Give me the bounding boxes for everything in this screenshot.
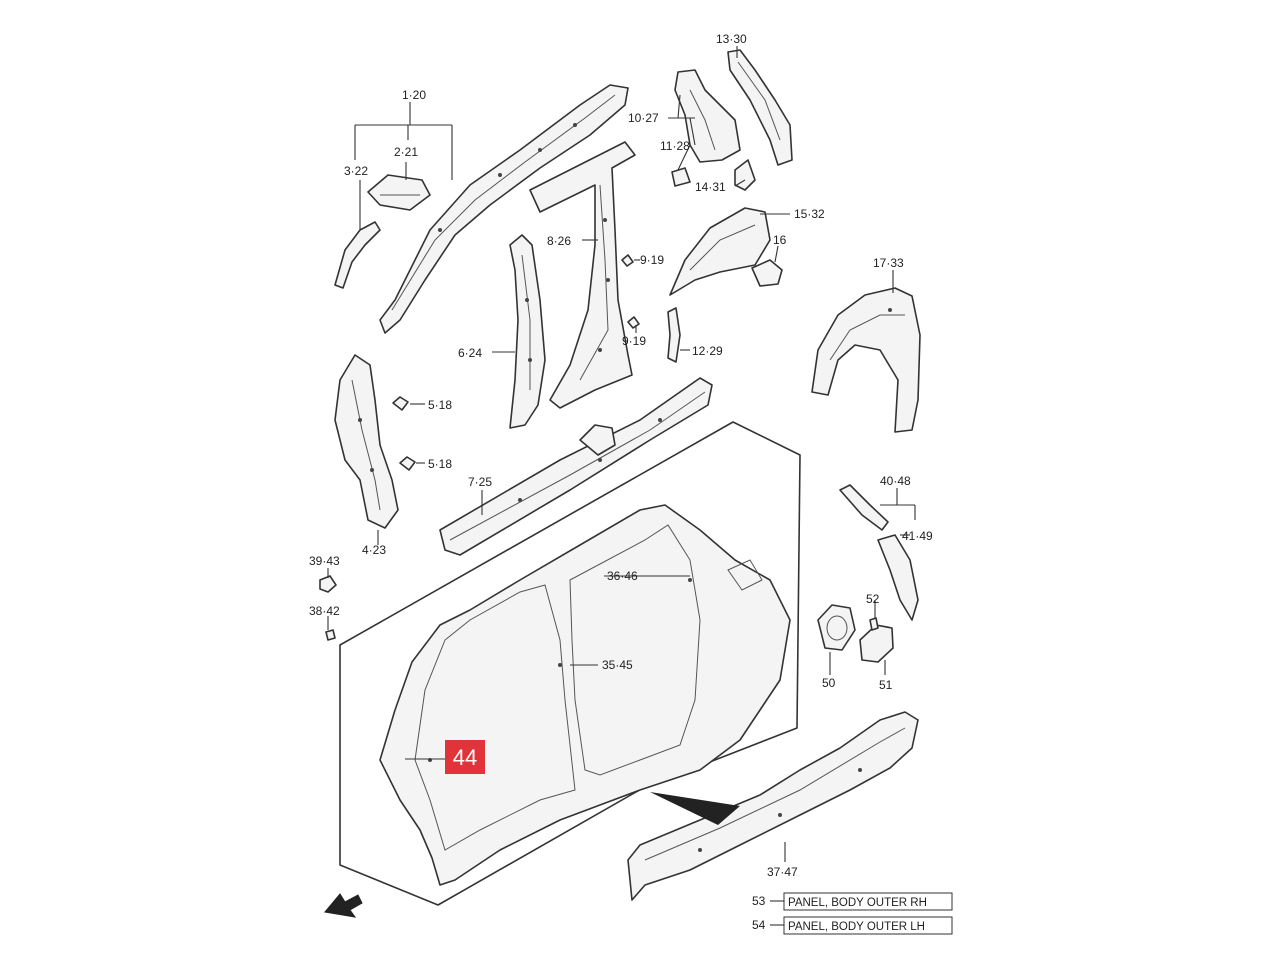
legend-rh-text: PANEL, BODY OUTER RH <box>788 897 927 909</box>
label-7-25: 7·25 <box>468 475 492 489</box>
label-53: 53 <box>752 894 766 908</box>
clip-part-upper[interactable] <box>621 254 634 267</box>
highlight-number: 44 <box>453 745 477 770</box>
label-51: 51 <box>879 678 893 692</box>
highlight-badge <box>445 740 485 774</box>
label-10-27: 10·27 <box>628 111 659 125</box>
label-50: 50 <box>822 676 836 690</box>
roof-side-rail-part[interactable] <box>379 84 629 334</box>
rear-pillar-inner-part[interactable] <box>674 69 741 163</box>
shadow-wedge <box>650 792 740 825</box>
wheel-house-inner-part[interactable] <box>669 207 771 296</box>
legend-panel-body-outer-rh: PANEL, BODY OUTER RH <box>783 892 953 911</box>
clip-part-lower[interactable] <box>627 316 640 329</box>
label-6-24: 6·24 <box>458 346 482 360</box>
label-54: 54 <box>752 918 766 932</box>
label-38-42: 38·42 <box>309 604 340 618</box>
side-sill-inner-part[interactable] <box>439 377 713 556</box>
label-11-28: 11·28 <box>660 139 690 153</box>
rear-wheel-house-outer-part[interactable] <box>811 287 921 433</box>
label-1-20: 1·20 <box>402 88 426 102</box>
label-17-33: 17·33 <box>873 256 904 270</box>
small-bracket-part-a[interactable] <box>671 167 691 187</box>
label-9-19-upper: 9·19 <box>640 253 664 267</box>
nut-part[interactable] <box>325 629 336 641</box>
plug-part-upper[interactable] <box>392 396 409 411</box>
label-14-31: 14·31 <box>695 180 726 194</box>
label-35-45: 35·45 <box>602 658 633 672</box>
plug-part-lower[interactable] <box>399 456 416 471</box>
label-9-19-lower: 9·19 <box>622 334 646 348</box>
fuel-door-part[interactable] <box>859 624 894 663</box>
label-5-18-lower: 5·18 <box>428 457 452 471</box>
label-16: 16 <box>773 233 787 247</box>
small-bracket-part-b[interactable] <box>734 159 756 191</box>
label-3-22: 3·22 <box>344 164 368 178</box>
label-39-43: 39·43 <box>309 554 340 568</box>
highlighted-part-callout[interactable]: 44 <box>445 740 485 774</box>
rear-panel-brace-lower[interactable] <box>877 534 919 621</box>
label-12-29: 12·29 <box>692 344 723 358</box>
rear-pillar-upper-part[interactable] <box>727 49 793 166</box>
pillar-brace-part[interactable] <box>667 307 681 363</box>
legend-panel-body-outer-lh: PANEL, BODY OUTER LH <box>783 916 953 935</box>
label-13-30: 13·30 <box>716 32 747 46</box>
label-15-32: 15·32 <box>794 207 825 221</box>
label-52: 52 <box>866 592 880 606</box>
body-side-outer-panel[interactable] <box>339 421 801 906</box>
b-pillar-reinforcement-part[interactable] <box>509 234 546 429</box>
roof-strip-part[interactable] <box>334 221 381 289</box>
label-40-48: 40·48 <box>880 474 911 488</box>
roof-bracket-part[interactable] <box>367 174 431 211</box>
label-36-46: 36·46 <box>607 569 638 583</box>
label-8-26: 8·26 <box>547 234 571 248</box>
label-2-21: 2·21 <box>394 145 418 159</box>
screw-part[interactable] <box>869 617 879 631</box>
label-5-18-upper: 5·18 <box>428 398 452 412</box>
fuel-door-housing-part[interactable] <box>817 604 856 651</box>
b-pillar-inner-part[interactable] <box>529 141 636 409</box>
label-37-47: 37·47 <box>767 865 798 879</box>
label-41-49: 41·49 <box>902 529 933 543</box>
grommet-part[interactable] <box>319 575 337 593</box>
label-4-23: 4·23 <box>362 543 386 557</box>
legend-lh-text: PANEL, BODY OUTER LH <box>788 921 925 933</box>
front-direction-arrow-icon <box>324 893 363 918</box>
a-pillar-inner-part[interactable] <box>334 354 399 529</box>
leader-lines <box>327 46 916 926</box>
cover-plate-part[interactable] <box>751 259 783 287</box>
side-sill-outer-part[interactable] <box>627 711 919 901</box>
rear-panel-brace-upper[interactable] <box>839 484 889 531</box>
